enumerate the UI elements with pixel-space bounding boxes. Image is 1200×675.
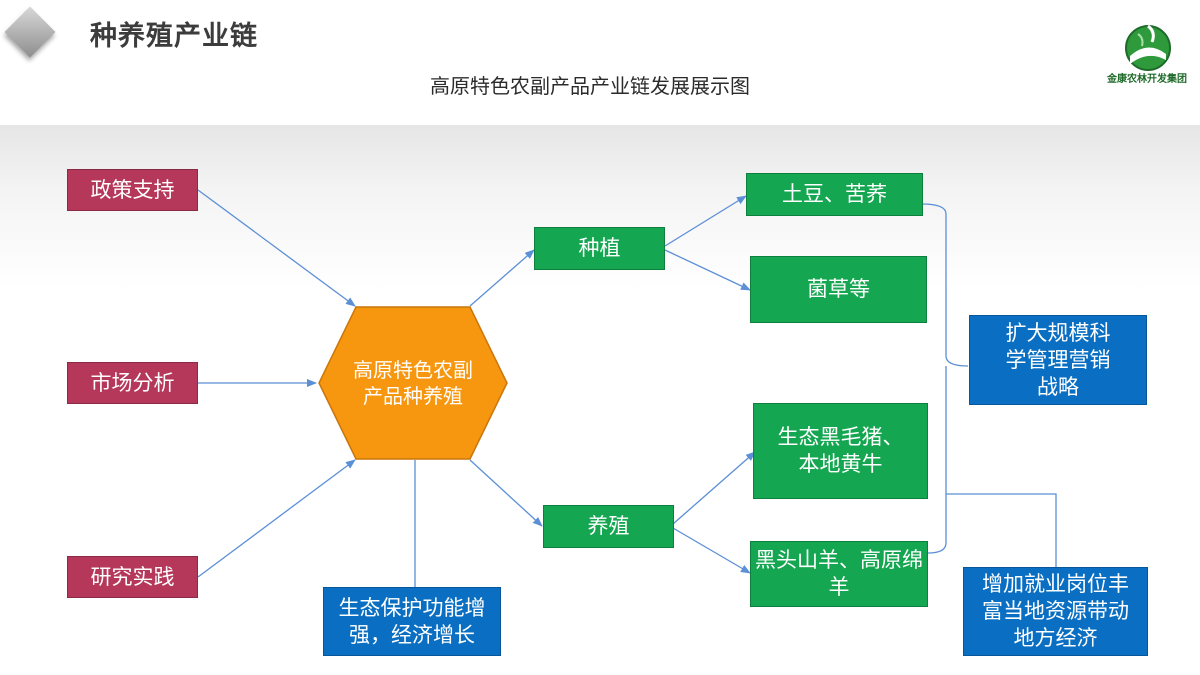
arrow-policy-to-core	[197, 189, 356, 307]
product-box-pig-cattle: 生态黑毛猪、本地黄牛	[753, 403, 928, 499]
branch-box-planting: 种植	[534, 227, 665, 270]
core-hexagon-label: 高原特色农副产品种养殖	[353, 358, 473, 408]
branch-box-breeding: 养殖	[543, 505, 674, 548]
arrow-core-to-planting	[469, 249, 535, 307]
arrow-planting-to-mushroom	[664, 249, 751, 291]
arrow-research-to-core	[197, 459, 356, 578]
diagram-title: 高原特色农副产品产业链发展展示图	[430, 74, 750, 98]
outcome-box-strategy: 扩大规模科学管理营销战略	[969, 315, 1147, 405]
input-box-policy: 政策支持	[67, 169, 198, 211]
arrow-breeding-to-sheep	[672, 527, 751, 574]
input-box-market: 市场分析	[67, 362, 198, 404]
product-box-potato-buckwheat: 土豆、苦荞	[746, 173, 923, 216]
company-logo-text: 金康农林开发集团	[1107, 74, 1187, 85]
outcome-box-economy: 增加就业岗位丰富当地资源带动地方经济	[963, 567, 1148, 656]
company-logo-icon	[1125, 24, 1171, 71]
arrow-core-to-breeding	[469, 459, 543, 527]
input-box-research: 研究实践	[67, 556, 198, 598]
outcome-box-ecology: 生态保护功能增强，经济增长	[323, 587, 501, 656]
core-hexagon	[318, 306, 508, 460]
bracket-products-to-strategy	[921, 203, 969, 554]
line-products-to-economy	[946, 493, 1057, 568]
arrow-planting-to-potato	[664, 195, 747, 247]
page-title: 种养殖产业链	[90, 21, 258, 52]
product-box-goat-sheep: 黑头山羊、高原绵羊	[750, 541, 928, 607]
arrow-breeding-to-pig	[672, 451, 756, 525]
product-box-mushroom-grass: 菌草等	[750, 256, 927, 323]
